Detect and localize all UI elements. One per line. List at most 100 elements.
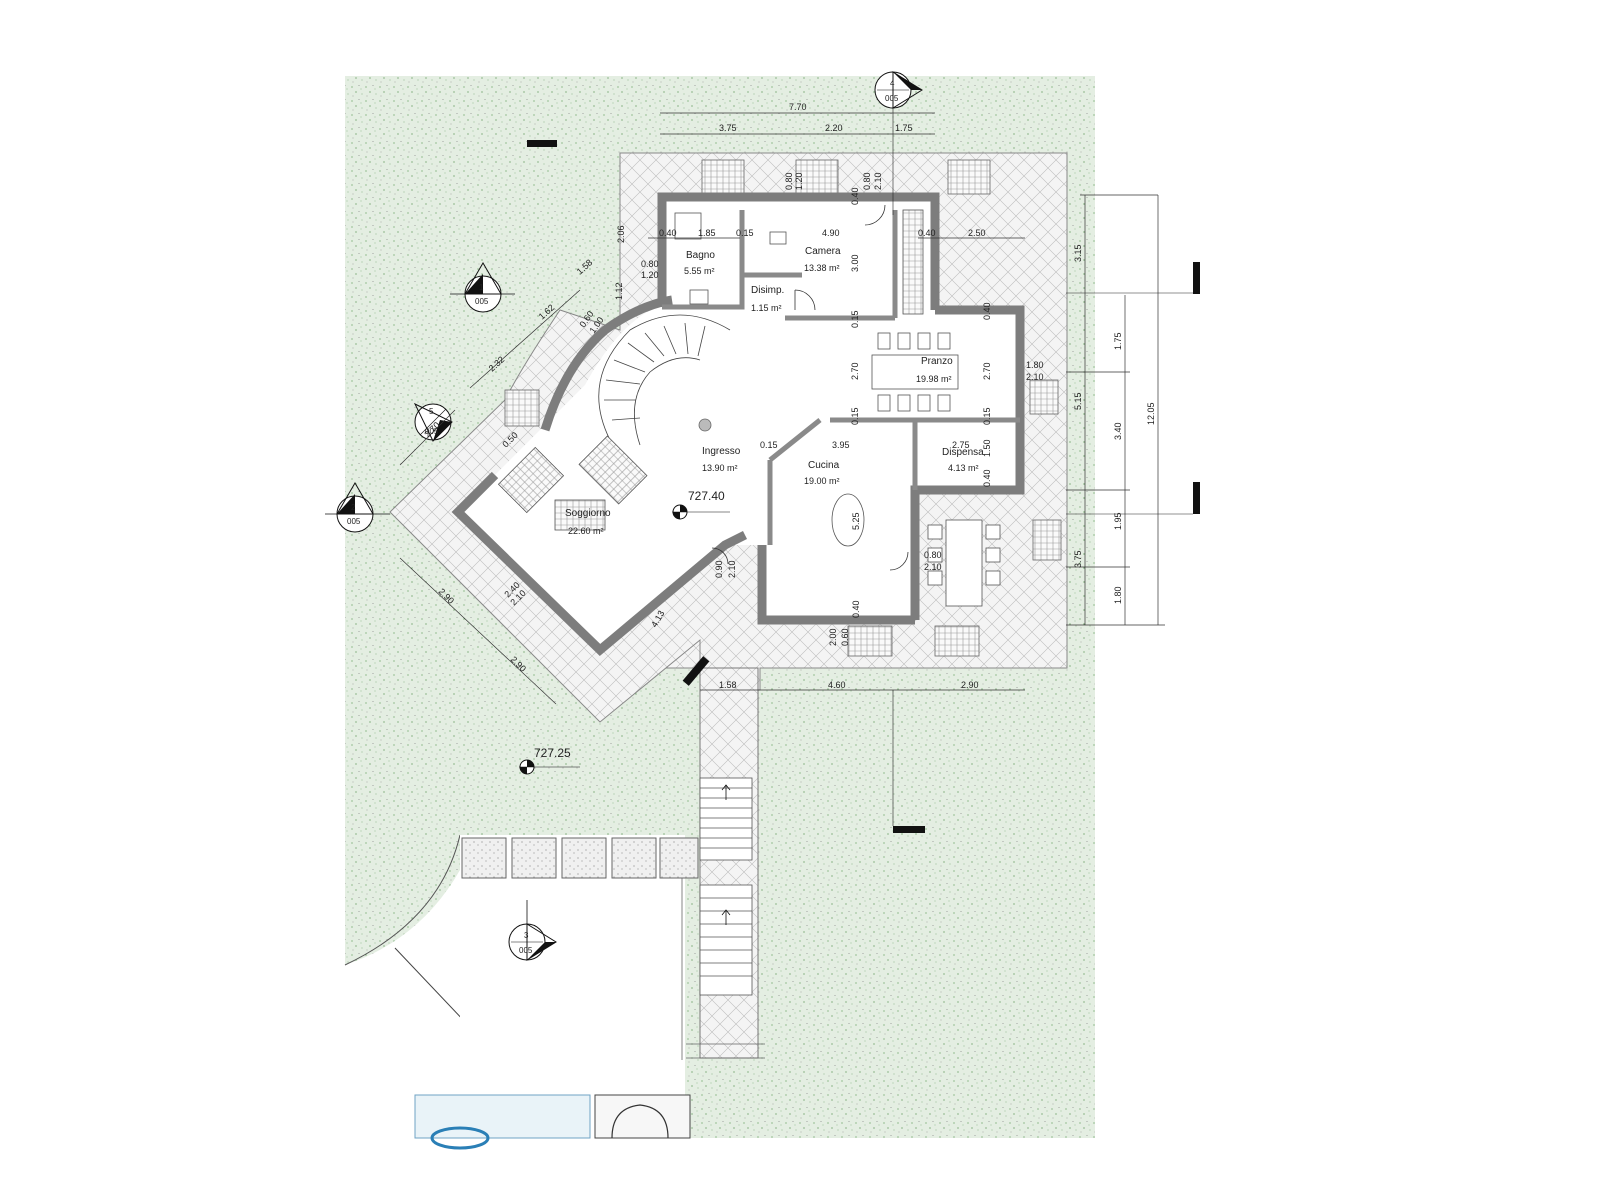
dimension-lines [399, 112, 1165, 705]
section-guide-lines [892, 100, 1193, 826]
room-name-disimp: Disimp. [751, 285, 784, 296]
dim-top-a: 3.75 [719, 123, 737, 133]
dim-080d: 0.80 [924, 550, 942, 560]
section-marker-1: 1 005 [450, 262, 515, 313]
garden-steps [681, 777, 765, 1060]
dim-right-inner-b: 3.40 [1113, 422, 1123, 440]
house-floor [458, 197, 1022, 650]
dim-150: 1.50 [982, 439, 992, 457]
dim-210b: 2.10 [1026, 372, 1044, 382]
dim-060a: 0.60 [840, 628, 850, 646]
inner-walls [662, 210, 1020, 545]
spiral-staircase [598, 314, 731, 446]
parked-cars [414, 1094, 691, 1150]
elevation-exterior: 727.25 [534, 746, 571, 760]
walls [451, 192, 1025, 657]
dim-112: 1.12 [614, 282, 624, 300]
dim-right-outer-a: 3.15 [1073, 244, 1083, 262]
room-area-ingresso: 13.90 m² [702, 463, 738, 473]
dim-185: 1.85 [698, 228, 716, 238]
dim-top-c: 1.75 [895, 123, 913, 133]
furniture [497, 209, 1001, 607]
dim-080a: 0.80 [784, 172, 794, 190]
dim-040c: 0.40 [850, 187, 860, 205]
dim-right-outer-b: 5.15 [1073, 392, 1083, 410]
section-marker-1-sheet: 005 [475, 297, 489, 306]
room-name-pranzo: Pranzo [921, 356, 953, 367]
dim-206: 2.06 [616, 225, 626, 243]
dim-525: 5.25 [851, 512, 861, 530]
dim-270a: 2.70 [850, 362, 860, 380]
room-labels: Bagno 5.55 m² Camera 13.38 m² Disimp. 1.… [565, 246, 984, 536]
dim-040e: 0.40 [982, 469, 992, 487]
section-marker-2-sheet: 005 [347, 517, 361, 526]
elevation-interior: 727.40 [688, 489, 725, 503]
dim-270b: 2.70 [982, 362, 992, 380]
dim-015b: 0.15 [850, 310, 860, 328]
room-area-dispensa: 4.13 m² [948, 463, 979, 473]
section-marker-3: 3 005 [508, 900, 557, 961]
elevation-marker-exterior: 727.25 [519, 746, 580, 775]
dim-090: 0.90 [714, 560, 724, 578]
dim-right-total: 12.05 [1146, 402, 1156, 425]
dim-right-outer-c: 3.75 [1073, 550, 1083, 568]
room-area-disimp: 1.15 m² [751, 303, 782, 313]
dim-040a: 0.40 [659, 228, 677, 238]
dim-top-total: 7.70 [789, 102, 807, 112]
dim-015a: 0.15 [736, 228, 754, 238]
dim-120a: 1.20 [794, 172, 804, 190]
dim-275: 2.75 [952, 440, 970, 450]
room-area-camera: 13.38 m² [804, 263, 840, 273]
terrace-grates [504, 159, 1062, 657]
dim-bottom-a: 1.58 [719, 680, 737, 690]
planters [461, 837, 699, 879]
section-marker-5-sheet: 005 [425, 427, 439, 436]
dim-right-inner-a: 1.75 [1113, 332, 1123, 350]
dim-210a: 2.10 [873, 172, 883, 190]
dim-right-inner-c: 1.95 [1113, 512, 1123, 530]
dim-right-inner-d: 1.80 [1113, 586, 1123, 604]
dim-bottom-c: 2.90 [961, 680, 979, 690]
dim-015e: 0.15 [760, 440, 778, 450]
section-marker-1-number: 1 [479, 283, 484, 292]
room-area-bagno: 5.55 m² [684, 266, 715, 276]
dim-040f: 0.40 [851, 600, 861, 618]
section-marker-3-sheet: 005 [519, 946, 533, 955]
section-marker-5: 5 005 [413, 402, 453, 442]
section-marker-5-number: 5 [429, 407, 434, 416]
room-name-cucina: Cucina [808, 460, 840, 471]
room-name-dispensa: Dispensa [942, 447, 984, 458]
room-name-ingresso: Ingresso [702, 446, 741, 457]
dim-080c: 0.80 [641, 259, 659, 269]
dim-395: 3.95 [832, 440, 850, 450]
driveway-clear [345, 870, 460, 1138]
room-name-bagno: Bagno [686, 250, 715, 261]
section-marker-4-sheet: 005 [885, 94, 899, 103]
section-marker-4-number: 4 [890, 79, 895, 88]
room-area-cucina: 19.00 m² [804, 476, 840, 486]
section-cut-lines [527, 140, 1200, 833]
room-area-soggiorno: 22.60 m² [568, 526, 604, 536]
dim-040d: 0.40 [982, 302, 992, 320]
room-name-camera: Camera [805, 246, 841, 257]
parking-area [460, 835, 685, 1138]
dim-210c: 2.10 [924, 562, 942, 572]
dim-210d: 2.10 [727, 560, 737, 578]
dim-250: 2.50 [968, 228, 986, 238]
dim-bottom-b: 4.60 [828, 680, 846, 690]
dim-040b: 0.40 [918, 228, 936, 238]
dim-120b: 1.20 [641, 270, 659, 280]
dim-300: 3.00 [850, 254, 860, 272]
dim-490: 4.90 [822, 228, 840, 238]
dim-200: 2.00 [828, 628, 838, 646]
doors [711, 204, 909, 571]
dim-top-b: 2.20 [825, 123, 843, 133]
section-marker-2-number: 2 [351, 503, 356, 512]
dim-015d: 0.15 [982, 407, 992, 425]
dim-015c: 0.15 [850, 407, 860, 425]
section-marker-3-number: 3 [524, 931, 529, 940]
dim-180a: 1.80 [1026, 360, 1044, 370]
lawn-curve [344, 834, 461, 966]
elevation-marker-interior: 727.40 [672, 489, 730, 520]
